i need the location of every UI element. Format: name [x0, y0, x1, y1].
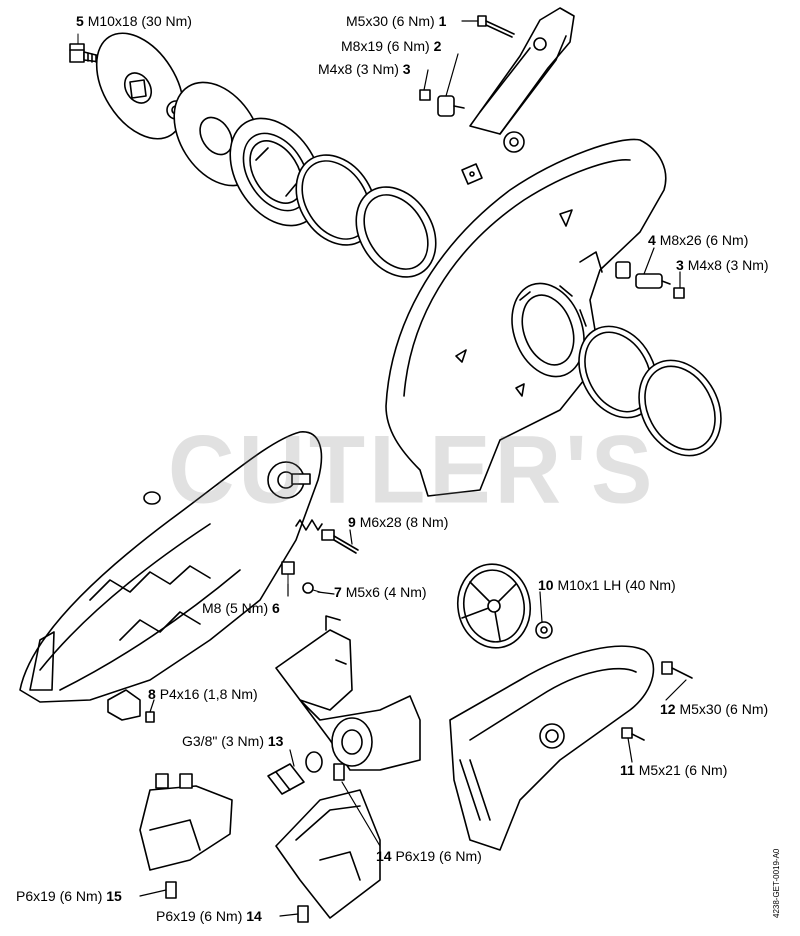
- screw-3-top: [419, 89, 431, 101]
- screw-14-top: [333, 763, 345, 781]
- callout-13: G3/8" (3 Nm) 13: [182, 733, 284, 749]
- nut-10: [535, 621, 553, 639]
- spring: [295, 519, 323, 531]
- ring-washer-c: [578, 325, 658, 419]
- screw-2: [437, 95, 465, 117]
- callout-5: 5 M10x18 (30 Nm): [76, 13, 192, 29]
- screw-14-bottom: [297, 905, 309, 923]
- screw-11: [621, 727, 645, 741]
- outer-flange: [95, 32, 185, 140]
- callout-11: 11 M5x21 (6 Nm): [620, 762, 728, 778]
- callout-6: M8 (5 Nm) 6: [202, 600, 280, 616]
- callout-10: 10 M10x1 LH (40 Nm): [538, 577, 676, 593]
- cutter-arm: [19, 431, 323, 703]
- callout-1: M5x30 (6 Nm) 1: [346, 13, 447, 29]
- screw-4: [615, 261, 671, 289]
- lower-cover: [275, 789, 381, 919]
- bolt-9: [321, 529, 359, 554]
- ring-washer-b: [355, 186, 437, 278]
- document-code: 4238-GET-0019-A0: [772, 848, 781, 918]
- callout-2: M8x19 (6 Nm) 2: [341, 38, 442, 54]
- ring-washer-d: [638, 359, 722, 457]
- fitting-13: [267, 751, 323, 795]
- callout-15: P6x19 (6 Nm) 15: [16, 888, 122, 904]
- leader-lines: [139, 20, 687, 917]
- screw-1: [477, 15, 515, 38]
- callout-3-right: 3 M4x8 (3 Nm): [676, 257, 769, 273]
- bushing: [143, 491, 161, 505]
- callout-7: 7 M5x6 (4 Nm): [334, 584, 427, 600]
- belt-guard: [449, 645, 655, 851]
- filter-housing: [275, 615, 421, 771]
- guard-arm: [469, 7, 575, 153]
- bracket-8: [107, 689, 155, 723]
- nut-6: [281, 561, 295, 585]
- callout-4: 4 M8x26 (6 Nm): [648, 232, 749, 248]
- callout-9: 9 M6x28 (8 Nm): [348, 514, 449, 530]
- belt-pulley: [457, 563, 531, 649]
- screw-12: [661, 661, 693, 679]
- callout-14-mid: 14 P6x19 (6 Nm): [376, 848, 482, 864]
- callout-3-top: M4x8 (3 Nm) 3: [318, 61, 411, 77]
- square-nut: [461, 163, 483, 185]
- callout-14-bottom: P6x19 (6 Nm) 14: [156, 908, 262, 924]
- screw-15: [165, 881, 177, 899]
- blade-guard: [385, 138, 667, 497]
- clip-assembly: [139, 773, 233, 871]
- callout-12: 12 M5x30 (6 Nm): [660, 701, 769, 717]
- callout-8: 8 P4x16 (1,8 Nm): [148, 686, 258, 702]
- screw-7: [302, 582, 321, 594]
- bolt-5: [69, 33, 101, 63]
- screw-3-right: [673, 287, 685, 299]
